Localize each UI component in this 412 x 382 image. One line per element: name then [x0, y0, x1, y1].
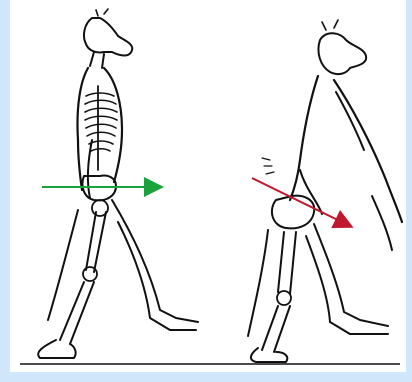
right-pelvis [272, 196, 314, 229]
left-torso-back [77, 68, 88, 190]
left-head [84, 18, 132, 56]
skeleton-figure [38, 9, 198, 358]
right-tibia [262, 306, 290, 352]
right-foot [251, 348, 287, 362]
red-force-arrow [252, 178, 350, 226]
right-chest [334, 80, 402, 222]
right-back-leg [314, 224, 388, 326]
right-head [318, 33, 366, 74]
right-arm [372, 196, 392, 250]
pelvic-tilt-figure [248, 20, 402, 362]
left-tibia [60, 282, 94, 344]
left-back-leg [112, 200, 198, 322]
right-femur [278, 232, 296, 294]
left-femur [86, 212, 106, 272]
